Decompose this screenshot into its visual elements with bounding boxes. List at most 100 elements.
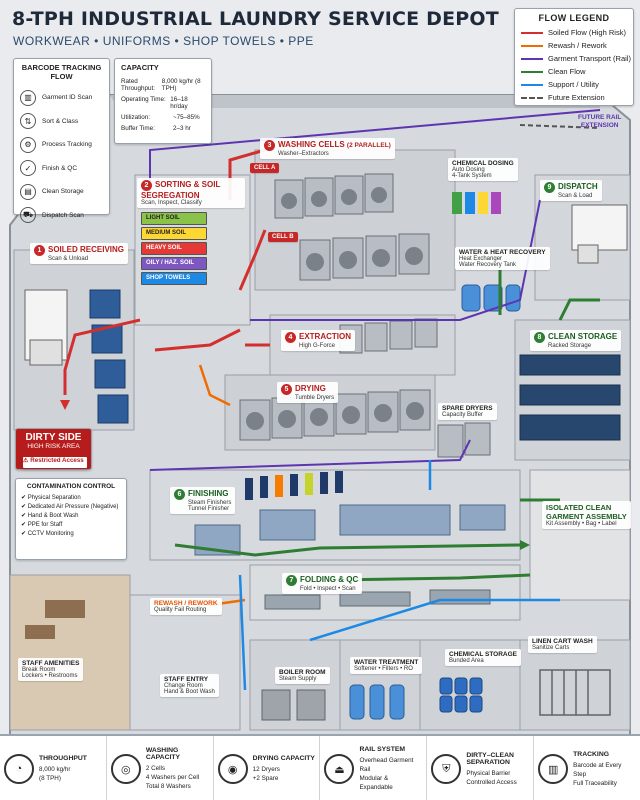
legend-item: Future Extension [515, 91, 633, 104]
area-staff-amenities: STAFF AMENITIES Break Room Lockers • Res… [18, 658, 84, 681]
legend-label: Support / Utility [548, 80, 599, 89]
capacity-row: Utilization:~75–85% [121, 114, 200, 121]
soil-class-oily: OILY / HAZ. SOIL [141, 257, 207, 270]
contamination-item: ✔ Hand & Boot Wash [21, 513, 79, 519]
soil-class-light: LIGHT SOIL [141, 212, 207, 225]
page-subtitle: WORKWEAR • UNIFORMS • SHOP TOWELS • PPE [13, 34, 314, 48]
restricted-access-badge: ⚠ Restricted Access [22, 456, 88, 469]
area-isolated-assembly: ISOLATED CLEAN GARMENT ASSEMBLY Kit Asse… [542, 501, 631, 529]
capacity-title: CAPACITY [121, 63, 159, 72]
hanging-garments [245, 471, 343, 500]
warning-icon: ⚠ [23, 457, 31, 464]
legend-swatch [521, 83, 543, 86]
flow-legend: FLOW LEGEND Soiled Flow (High Risk) Rewas… [514, 8, 634, 106]
soil-class-medium: MEDIUM SOIL [141, 227, 207, 240]
legend-label: Clean Flow [548, 67, 586, 76]
area-water-heat-recovery: WATER & HEAT RECOVERY Heat Exchanger Wat… [455, 247, 550, 270]
legend-label: Future Extension [548, 93, 605, 102]
barcode-step: ⚙Process Tracking [14, 133, 109, 157]
contamination-item: ✔ PPE for Staff [21, 522, 63, 528]
area-rewash: REWASH / REWORK Quality Fail Routing [150, 598, 222, 615]
storage-icon: ▤ [20, 183, 36, 200]
area-linen-cart-wash: LINEN CART WASH Sanitize Carts [528, 636, 597, 653]
barcode-step: ✓Finish & QC [14, 157, 109, 181]
contamination-item: ✔ CCTV Monitoring [21, 531, 74, 537]
contamination-item: ✔ Physical Separation [21, 495, 81, 501]
entry-area [129, 594, 241, 731]
cell-b-label: CELL B [268, 232, 298, 242]
chemical-drums [439, 677, 483, 713]
barcode-title: BARCODE TRACKING FLOW [21, 63, 102, 81]
washer-icon: ◎ [110, 754, 141, 784]
check-icon: ✓ [20, 160, 36, 177]
contamination-item: ✔ Dedicated Air Pressure (Negative) [21, 504, 119, 510]
barcode-step: ⇅Sort & Class [14, 110, 109, 134]
building-back-wall [110, 95, 600, 108]
recovery-tanks [461, 284, 521, 312]
future-rail-line [519, 124, 601, 129]
treatment-tanks [349, 684, 405, 720]
area-spare-dryers: SPARE DRYERS Capacity Buffer [438, 403, 497, 420]
legend-item: Support / Utility [515, 78, 633, 91]
legend-item: Rewash / Rework [515, 39, 633, 52]
cart-wash-frame [539, 669, 611, 716]
area-chemical-dosing: CHEMICAL DOSING Auto Dosing 4-Tank Syste… [448, 158, 518, 181]
barcode-step: ▥Garment ID Scan [14, 86, 109, 110]
gear-icon: ⚙ [20, 136, 36, 153]
gauge-icon: ◔ [4, 754, 34, 784]
boiler-equipment [261, 689, 326, 721]
legend-swatch [521, 96, 543, 99]
sort-icon: ⇅ [20, 113, 36, 130]
area-boiler-room: BOILER ROOM Steam Supply [275, 667, 330, 684]
truck-icon: ⛟ [20, 207, 36, 224]
amenities-area [9, 574, 131, 731]
legend-label: Rewash / Rework [548, 41, 607, 50]
legend-swatch [521, 70, 543, 73]
utility-flow [238, 460, 560, 691]
washers-cell-a [274, 173, 394, 219]
clean-flow [174, 270, 600, 582]
assembly-area [529, 469, 631, 601]
soil-class-towels: SHOP TOWELS [141, 272, 207, 285]
spare-dryers [437, 422, 491, 458]
legend-swatch [521, 57, 543, 60]
hanger-icon: ⏏ [324, 754, 355, 784]
legend-title: FLOW LEGEND [538, 13, 610, 23]
area-staff-entry: STAFF ENTRY Change Room Hand & Boot Wash [160, 674, 219, 697]
area-water-treatment: WATER TREATMENT Softener • Filters • RO [350, 657, 423, 674]
legend-item: Soiled Flow (High Risk) [515, 26, 633, 39]
legend-item: Garment Transport (Rail) [515, 52, 633, 65]
area-chemical-storage: CHEMICAL STORAGE Bunded Area [445, 649, 522, 666]
barcode-step: ▤Clean Storage [14, 180, 109, 204]
barcode-icon: ▥ [20, 89, 36, 106]
legend-item: Clean Flow [515, 65, 633, 78]
dispatch-truck [571, 204, 628, 251]
shield-icon: ⛨ [431, 754, 462, 784]
dryer-icon: ◉ [217, 754, 248, 784]
barcode-tracking-panel: BARCODE TRACKING FLOW ▥Garment ID Scan ⇅… [13, 58, 110, 224]
capacity-panel: CAPACITY Rated Throughput:8,000 kg/hr (8… [114, 58, 212, 144]
dosing-tanks [452, 192, 501, 214]
legend-label: Soiled Flow (High Risk) [548, 28, 626, 37]
break-room-tables [25, 600, 85, 639]
capacity-row: Rated Throughput:8,000 kg/hr (8 TPH) [121, 78, 201, 92]
soiled-bins [89, 289, 129, 424]
barcode-step: ⛟Dispatch Scan [14, 204, 109, 228]
page-title: 8-TPH INDUSTRIAL LAUNDRY SERVICE DEPOT [12, 8, 499, 30]
legend-swatch [521, 31, 543, 34]
legend-swatch [521, 44, 543, 47]
